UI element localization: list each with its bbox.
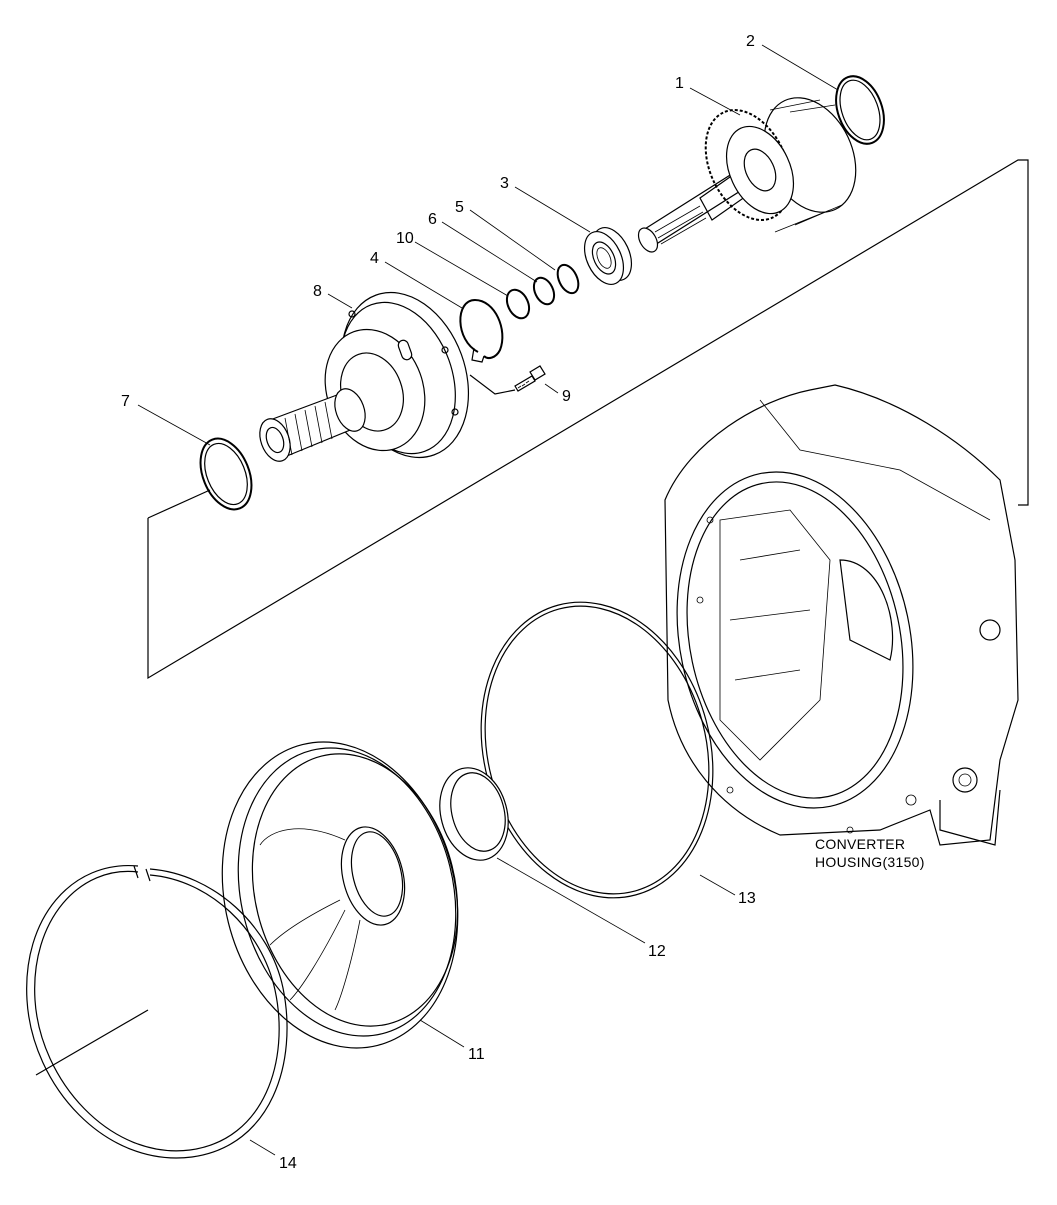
bracket-line-to-ring-7 <box>147 489 211 519</box>
bolt-leader-line <box>469 374 516 395</box>
converter-housing-caption: CONVERTER HOUSING(3150) <box>815 836 925 870</box>
callout-5: 5 <box>455 199 464 216</box>
part-6-ring <box>532 276 556 306</box>
callout-14: 14 <box>279 1155 297 1172</box>
converter-housing <box>664 384 1019 846</box>
callout-6: 6 <box>428 211 437 228</box>
part-4-retaining-clip <box>459 298 504 363</box>
part-5-ring <box>556 263 580 295</box>
callout-8: 8 <box>313 283 322 300</box>
callout-labels: 1 2 3 4 5 6 7 8 9 10 11 12 13 14 <box>121 33 756 1172</box>
callout-3: 3 <box>500 175 509 192</box>
callout-10: 10 <box>396 230 414 247</box>
callout-7: 7 <box>121 393 130 410</box>
leader-lines <box>137 44 839 1156</box>
part-7-o-ring <box>199 437 253 511</box>
callout-9: 9 <box>562 388 571 405</box>
caption-line-2: HOUSING(3150) <box>815 854 925 870</box>
part-2-snap-ring <box>835 75 885 145</box>
bracket-line <box>147 159 1029 680</box>
callout-2: 2 <box>746 33 755 50</box>
callout-13: 13 <box>738 890 756 907</box>
part-8-pump-housing <box>259 291 470 462</box>
part-10-ring <box>505 288 531 320</box>
part-12-seal-ring <box>439 767 509 861</box>
callout-11: 11 <box>468 1046 485 1063</box>
part-3-bearing <box>583 227 633 285</box>
part-9-bolt <box>469 365 546 395</box>
part-1-gear-shaft <box>637 97 857 253</box>
snap-ring-leader-line <box>35 1009 149 1076</box>
callout-1: 1 <box>675 75 684 92</box>
callout-4: 4 <box>370 250 379 267</box>
part-14-large-snap-ring <box>26 865 288 1159</box>
part-11-cover-plate <box>221 741 459 1049</box>
callout-12: 12 <box>648 943 666 960</box>
caption-line-1: CONVERTER <box>815 836 905 852</box>
assembly-bracket <box>147 159 1029 680</box>
